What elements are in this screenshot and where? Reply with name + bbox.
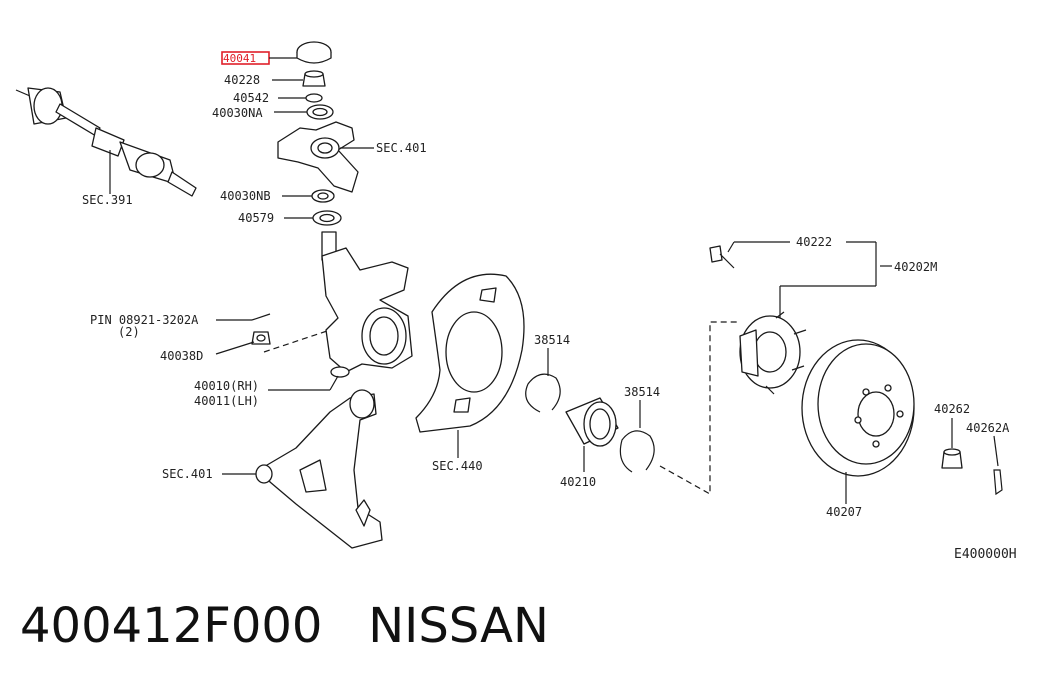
callout-40210[interactable]: 40210 (560, 475, 596, 489)
callout-40542[interactable]: 40542 (233, 91, 269, 105)
callout-sec-391[interactable]: SEC.391 (82, 193, 133, 207)
snap-ring-a (525, 373, 561, 413)
cotter-pin-40262A (993, 469, 1003, 496)
wheel-hub-40202M (739, 311, 807, 395)
steering-knuckle (321, 231, 413, 378)
callout-40207[interactable]: 40207 (826, 505, 862, 519)
snap-ring-b (619, 430, 655, 473)
callout-38514-a[interactable]: 38514 (534, 333, 570, 347)
callout-pin[interactable]: PIN 08921-3202A (90, 313, 199, 327)
callout-40011[interactable]: 40011(LH) (194, 394, 259, 408)
callout-sec-401-top[interactable]: SEC.401 (376, 141, 427, 155)
splash-shield (415, 273, 525, 433)
callout-38514-b[interactable]: 38514 (624, 385, 660, 399)
bearing-40030NA (306, 104, 334, 120)
callout-40010[interactable]: 40010(RH) (194, 379, 259, 393)
callout-40038D[interactable]: 40038D (160, 349, 203, 363)
nut-40228 (302, 70, 326, 87)
footer-brand: NISSAN (368, 598, 549, 654)
nut-40262 (941, 448, 963, 469)
callout-40030NA[interactable]: 40030NA (212, 106, 263, 120)
callout-sec-401-bottom[interactable]: SEC.401 (162, 467, 213, 481)
callout-40202M[interactable]: 40202M (894, 260, 937, 274)
wheel-bolt-40222 (709, 245, 735, 269)
footer: 400412F000 NISSAN (20, 598, 549, 654)
callout-40262A[interactable]: 40262A (966, 421, 1010, 435)
callout-40262[interactable]: 40262 (934, 402, 970, 416)
nut-40038D (251, 331, 271, 345)
cotter-pin (251, 313, 271, 321)
brake-rotor-40207 (801, 339, 915, 477)
wheel-bearing-40210 (565, 397, 619, 447)
callout-40030NB[interactable]: 40030NB (220, 189, 271, 203)
callout-40222[interactable]: 40222 (796, 235, 832, 249)
footer-part-number: 400412F000 (20, 598, 323, 654)
callout-sec-440[interactable]: SEC.440 (432, 459, 483, 473)
drive-shaft (15, 87, 197, 197)
callout-40579[interactable]: 40579 (238, 211, 274, 225)
lower-control-arm (255, 389, 383, 549)
strut-mount-40041[interactable] (296, 41, 332, 64)
bearing-40030NB (311, 189, 335, 203)
callouts: 40041 40228 40542 40030NA SEC.401 40030N… (82, 52, 1017, 562)
callout-40041[interactable]: 40041 (223, 52, 256, 65)
diagram-code: E400000H (954, 547, 1017, 562)
seal-40579 (312, 210, 342, 226)
upper-bracket (277, 121, 359, 193)
leader-lines (109, 57, 999, 504)
callout-pin-qty: (2) (118, 325, 140, 339)
callout-40228[interactable]: 40228 (224, 73, 260, 87)
washer-40542 (305, 93, 323, 103)
